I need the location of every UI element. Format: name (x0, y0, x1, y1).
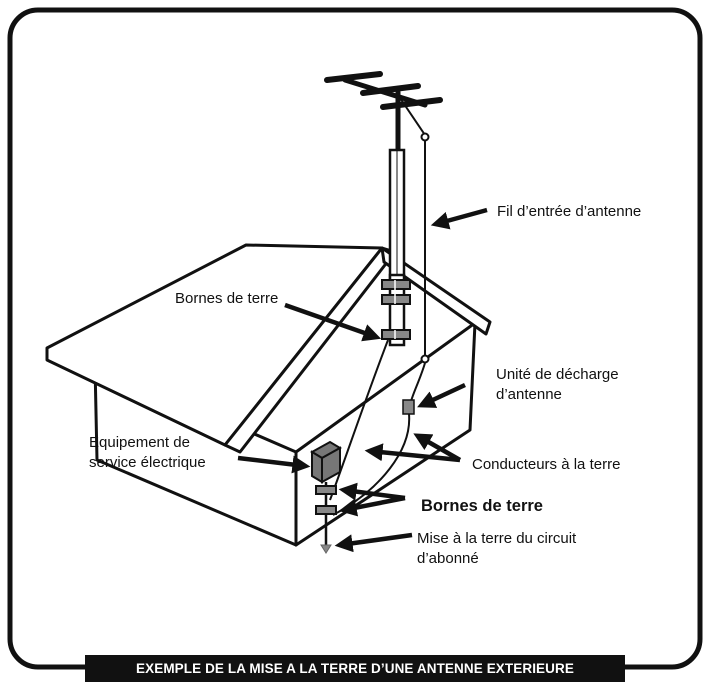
label-power-service-ground-line2: d’abonné (417, 550, 479, 567)
label-grounding-conductors: Conducteurs à la terre (472, 456, 621, 473)
arrow-conductor-left (364, 443, 461, 463)
ground-rod-tip (320, 544, 332, 554)
arrow-discharge-unit (417, 382, 466, 408)
lower-ground-clamps (315, 485, 337, 515)
arrow-ground-clamps-lower-b (338, 495, 406, 517)
roof-eave (380, 246, 492, 336)
antenna (324, 71, 443, 282)
arrow-ground-clamps-upper (284, 302, 382, 342)
service-equipment-box (310, 440, 342, 550)
arrow-lead-in-wire (430, 207, 488, 230)
label-discharge-unit-line1: Unité de décharge (496, 366, 619, 383)
discharge-unit (402, 399, 415, 415)
arrow-service-equipment (237, 455, 311, 474)
arrow-power-service-ground (334, 532, 413, 553)
label-service-equipment-line1: Equipement de (89, 434, 190, 451)
label-power-service-ground-line1: Mise à la terre du circuit (417, 530, 577, 547)
mast-ground-clamps (381, 279, 411, 340)
label-ground-clamps-lower: Bornes de terre (421, 497, 543, 515)
label-lead-in-wire: Fil d’entrée d’antenne (497, 203, 642, 220)
label-ground-clamps-upper: Bornes de terre (175, 290, 279, 307)
label-discharge-unit-line2: d’antenne (496, 386, 562, 403)
arrow-ground-clamps-lower-a (338, 482, 406, 501)
callout-arrows (237, 207, 488, 553)
label-service-equipment-line2: service électrique (89, 454, 206, 471)
arrow-conductor-right (413, 433, 462, 462)
diagram-caption: EXEMPLE DE LA MISE A LA TERRE D’UNE ANTE… (85, 655, 625, 682)
